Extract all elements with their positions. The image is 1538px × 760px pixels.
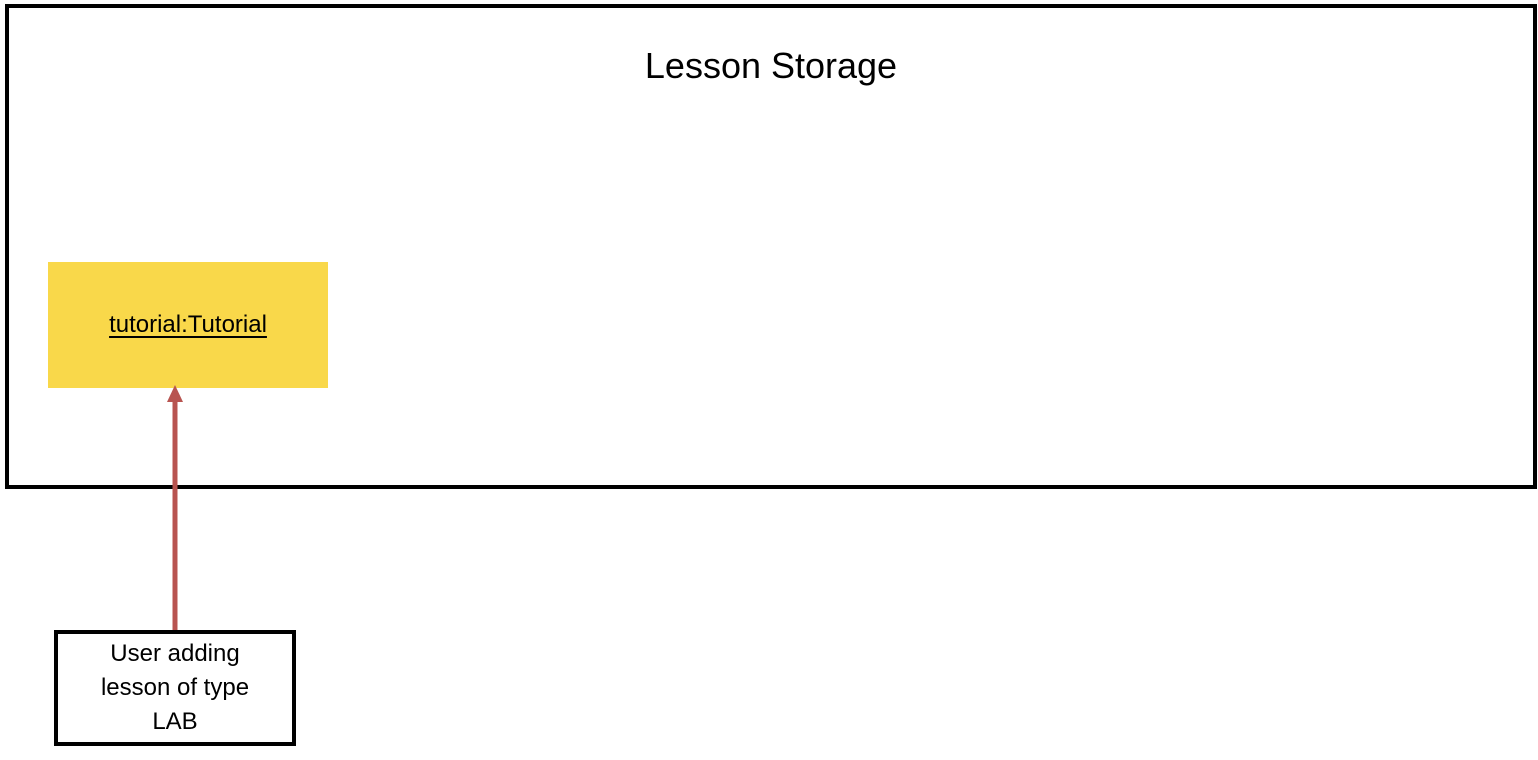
user-action-note: User adding lesson of type LAB <box>54 630 296 746</box>
note-line-2: lesson of type <box>100 674 250 701</box>
tutorial-object-box: tutorial:Tutorial <box>48 262 328 388</box>
storage-title: Lesson Storage <box>644 45 898 86</box>
note-text: User adding lesson of type LAB <box>101 637 249 739</box>
note-line-1: User adding <box>110 640 240 667</box>
tutorial-object-label: tutorial:Tutorial <box>109 311 267 338</box>
lesson-storage-container: Lesson Storage <box>5 4 1537 489</box>
note-line-3: LAB <box>152 708 198 735</box>
